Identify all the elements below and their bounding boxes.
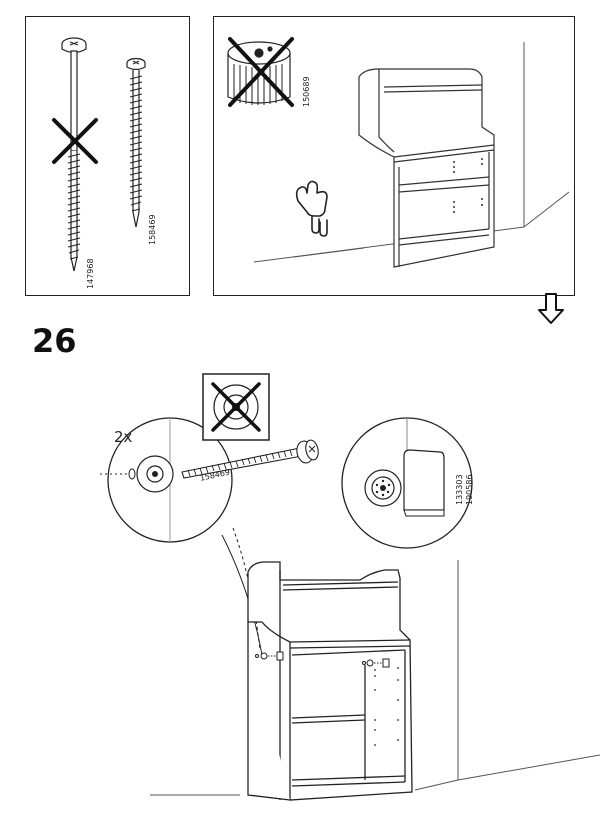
screw-comparison-illustration: [52, 37, 146, 272]
fitting-detail-circle: [341, 417, 473, 549]
short-screw: [126, 57, 146, 228]
quantity-label: 2x: [114, 428, 133, 446]
wall-warning-panel: 150689: [213, 16, 575, 296]
hand-pointing-icon: [295, 180, 328, 237]
cross-icon: [228, 37, 294, 107]
screw-position-markers: [255, 651, 390, 668]
wall-warning-illustration: [227, 37, 570, 268]
arrow-down-outline-icon: [538, 293, 564, 324]
screw-detail-circle: [100, 417, 233, 543]
long-screw: [61, 37, 87, 272]
no-plug-warning: [202, 373, 270, 441]
cross-icon: [52, 118, 98, 164]
bookshelf: [247, 561, 413, 801]
bookshelf: [358, 68, 495, 268]
fitting-part-number-a: 133303: [455, 474, 464, 505]
room-wall: [150, 560, 600, 796]
cross-icon: [211, 382, 261, 432]
screw-comparison-panel: 147968 158469: [25, 16, 190, 296]
screw: [181, 439, 319, 479]
fitting-part-number-b: 190586: [465, 474, 474, 505]
step-number: 26: [32, 322, 77, 360]
detail-pointer: [221, 534, 263, 656]
